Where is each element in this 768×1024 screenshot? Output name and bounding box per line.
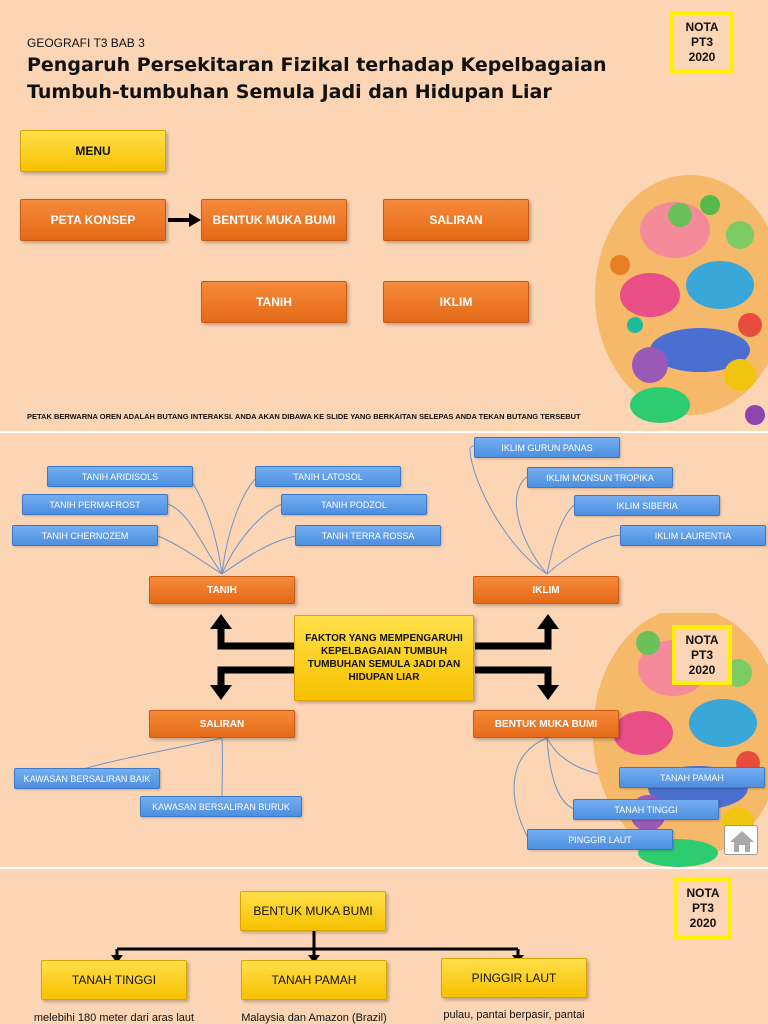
root-node: BENTUK MUKA BUMI [240,891,386,931]
nota-badge: NOTA PT3 2020 [672,625,732,685]
iklim-item[interactable]: IKLIM SIBERIA [574,495,720,516]
child-description: melebihi 180 meter dari aras laut [14,1012,214,1024]
bentuk-muka-bumi-button[interactable]: BENTUK MUKA BUMI [201,199,347,241]
tanih-item[interactable]: TANIH ARIDISOLS [47,466,193,487]
saliran-button[interactable]: SALIRAN [383,199,529,241]
saliran-button[interactable]: SALIRAN [149,710,295,738]
child-node: TANAH TINGGI [41,960,187,1000]
iklim-button[interactable]: IKLIM [383,281,529,323]
iklim-item[interactable]: IKLIM LAURENTIA [620,525,766,546]
decorative-nature-illustration [590,175,768,431]
center-topic-box: FAKTOR YANG MEMPENGARUHI KEPELBAGAIAN TU… [294,615,474,701]
tanih-item[interactable]: TANIH LATOSOL [255,466,401,487]
bentuk-muka-bumi-button[interactable]: BENTUK MUKA BUMI [473,710,619,738]
tanih-button[interactable]: TANIH [149,576,295,604]
child-description: Malaysia dan Amazon (Brazil) [214,1012,414,1024]
tanih-item[interactable]: TANIH CHERNOZEM [12,525,158,546]
iklim-item[interactable]: IKLIM GURUN PANAS [474,437,620,458]
tanih-item[interactable]: TANIH TERRA ROSSA [295,525,441,546]
bentuk-item[interactable]: TANAH TINGGI [573,799,719,820]
child-description: pulau, pantai berpasir, pantai [414,1009,614,1021]
saliran-item[interactable]: KAWASAN BERSALIRAN BURUK [140,796,302,817]
bentuk-item[interactable]: TANAH PAMAH [619,767,765,788]
home-button[interactable] [724,825,758,855]
home-icon [725,826,759,856]
child-node: PINGGIR LAUT [441,958,587,998]
tanih-item[interactable]: TANIH PERMAFROST [22,494,168,515]
saliran-item[interactable]: KAWASAN BERSALIRAN BAIK [14,768,160,789]
instruction-note: PETAK BERWARNA OREN ADALAH BUTANG INTERA… [27,412,637,421]
iklim-item[interactable]: IKLIM MONSUN TROPIKA [527,467,673,488]
tanih-button[interactable]: TANIH [201,281,347,323]
child-node: TANAH PAMAH [241,960,387,1000]
bentuk-item[interactable]: PINGGIR LAUT [527,829,673,850]
tanih-item[interactable]: TANIH PODZOL [281,494,427,515]
iklim-button[interactable]: IKLIM [473,576,619,604]
slide-concept-map: NOTA PT3 2020 TANIH IKLIM SALIRAN BENTUK… [0,433,768,867]
slide-bentuk-muka-bumi: BENTUK MUKA BUMI TANAH TINGGI TANAH PAMA… [0,869,768,1024]
slide-menu: GEOGRAFI T3 BAB 3 Pengaruh Persekitaran … [0,0,768,431]
nota-badge: NOTA PT3 2020 [674,877,732,939]
